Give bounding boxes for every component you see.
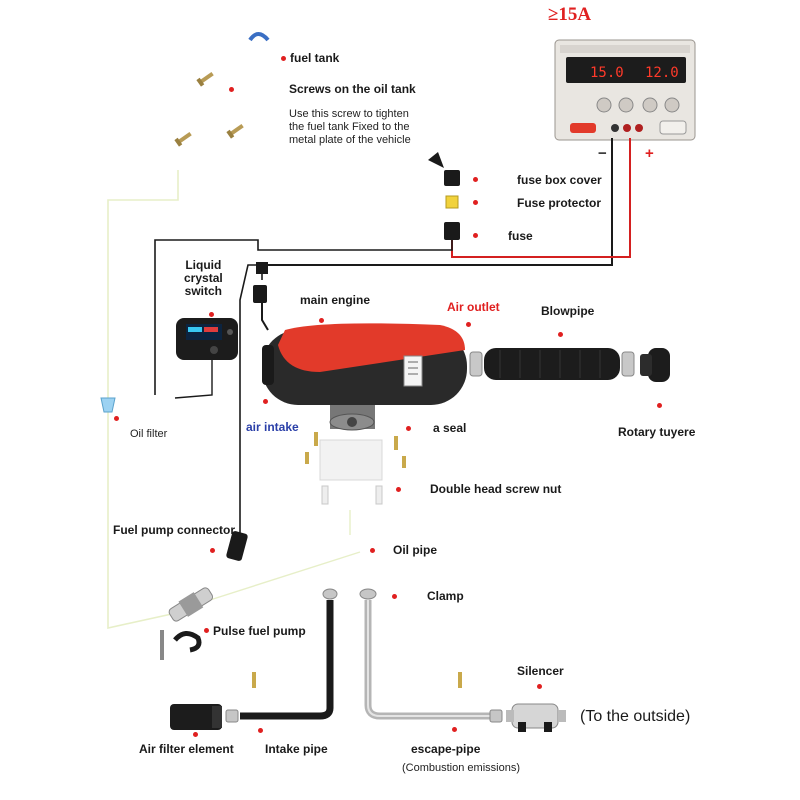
marker-dot: [370, 548, 375, 553]
label-to-the-outside: (To the outside): [580, 708, 691, 725]
marker-dot: [258, 728, 263, 733]
marker-dot: [558, 332, 563, 337]
label-a-seal: a seal: [433, 421, 467, 435]
marker-dot: [657, 403, 662, 408]
label-pulse-fuel-pump: Pulse fuel pump: [213, 624, 306, 638]
marker-dot: [209, 312, 214, 317]
marker-dot: [281, 56, 286, 61]
marker-dot: [473, 233, 478, 238]
escape-pipe-part: [359, 588, 503, 723]
label-rotary-tuyere: Rotary tuyere: [618, 425, 696, 439]
seal-and-screws: [305, 432, 406, 505]
marker-dot: [473, 177, 478, 182]
label-fuse-protector: Fuse protector: [517, 196, 602, 210]
label-main-engine: main engine: [300, 293, 371, 307]
label-air-intake: air intake: [246, 420, 299, 434]
label-clamp: Clamp: [427, 589, 464, 603]
label-intake-pipe: Intake pipe: [265, 742, 328, 756]
label-screw-note: Use this screw to tighten the fuel tank …: [289, 108, 411, 146]
marker-dot: [204, 628, 209, 633]
intake-pipe-part: [170, 588, 338, 730]
label-fuel-tank: fuel tank: [290, 51, 340, 65]
marker-dot: [452, 727, 457, 732]
label-air-outlet: Air outlet: [447, 300, 500, 314]
label-fuse: fuse: [508, 229, 533, 243]
fuel-pump-connector-part: [226, 531, 248, 561]
label-screws-on-oil-tank: Screws on the oil tank: [289, 82, 416, 96]
label-combustion-emissions: (Combustion emissions): [402, 762, 520, 774]
ps-minus-sign: −: [598, 145, 607, 162]
label-oil-filter: Oil filter: [130, 428, 168, 440]
label-escape-pipe: escape-pipe: [411, 742, 481, 756]
label-oil-pipe: Oil pipe: [393, 543, 438, 557]
fuel-tank-part: [248, 32, 270, 42]
current-requirement-label: ≥15A: [548, 4, 592, 25]
fuse-part: [444, 222, 460, 240]
marker-dot: [466, 322, 471, 327]
marker-dot: [537, 684, 542, 689]
marker-dot: [396, 487, 401, 492]
label-double-head-screw-nut: Double head screw nut: [430, 482, 562, 496]
marker-dot: [229, 87, 234, 92]
marker-dot: [193, 732, 198, 737]
silencer-part: [506, 703, 566, 732]
marker-dot: [263, 399, 268, 404]
blowpipe-assembly: [469, 348, 670, 382]
harness-connectors: [253, 262, 269, 331]
ps-voltage-display: 15.0: [590, 65, 624, 81]
fuse-box-cover-part: [428, 152, 460, 186]
oil-tank-screws: [174, 71, 244, 147]
label-fuse-box-cover: fuse box cover: [517, 173, 602, 187]
marker-dot: [473, 200, 478, 205]
main-engine: [262, 323, 467, 431]
label-liquid-crystal-switch: Liquid crystal switch: [184, 258, 223, 298]
label-silencer: Silencer: [517, 664, 564, 678]
fuse-protector-part: [445, 195, 459, 209]
marker-dot: [406, 426, 411, 431]
marker-dot: [392, 594, 397, 599]
power-supply: 15.0 12.0: [554, 39, 696, 141]
pulse-fuel-pump-part: [160, 587, 214, 660]
marker-dot: [114, 416, 119, 421]
marker-dot: [319, 318, 324, 323]
marker-dot: [210, 548, 215, 553]
label-blowpipe: Blowpipe: [541, 304, 595, 318]
ps-plus-sign: +: [645, 145, 654, 162]
oil-filter-part: [100, 397, 116, 413]
lcd-switch: [176, 318, 238, 360]
label-air-filter-element: Air filter element: [139, 742, 234, 756]
ps-current-display: 12.0: [645, 65, 679, 81]
label-fuel-pump-connector: Fuel pump connector: [113, 523, 236, 537]
